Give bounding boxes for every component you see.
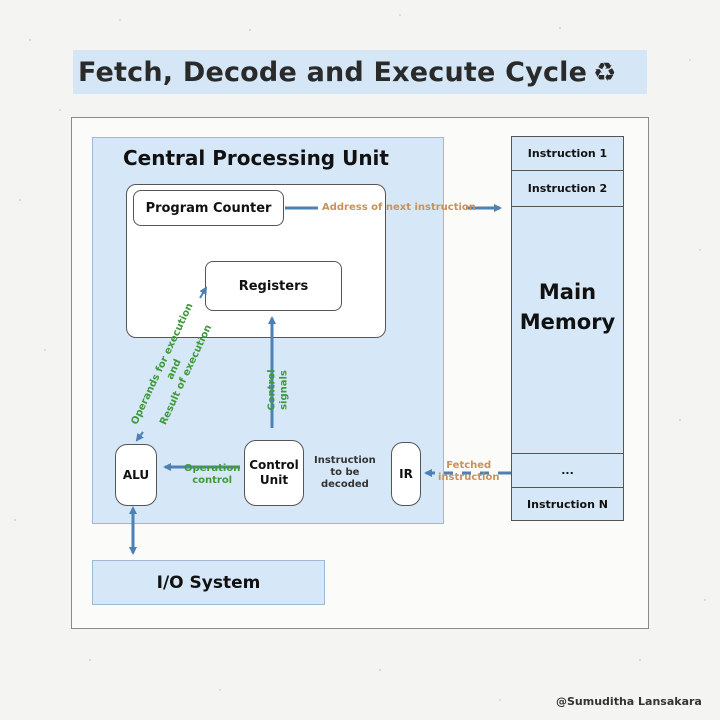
page-title: Fetch, Decode and Execute Cycle♻ [78, 57, 617, 88]
control-unit-label-1: Control [249, 458, 299, 472]
memory-cell-2: Instruction 2 [512, 171, 623, 207]
program-counter-box: Program Counter [133, 190, 284, 226]
credit: @Sumuditha Lansakara [556, 695, 702, 708]
memory-cell-ellipsis: ... [512, 453, 623, 488]
registers-box: Registers [205, 261, 342, 311]
title-band [73, 50, 647, 94]
label-address: Address of next instruction [322, 202, 476, 213]
alu-box: ALU [115, 444, 157, 506]
arrow-to-alu-small [135, 431, 144, 442]
cpu-title: Central Processing Unit [123, 146, 389, 170]
ir-box: IR [391, 442, 421, 506]
memory-cell-last: Instruction N [527, 497, 608, 511]
io-system-box: I/O System [92, 560, 325, 605]
arrow-to-registers-small [199, 286, 208, 299]
control-unit-label-2: Unit [259, 473, 289, 487]
recycle-icon: ♻ [593, 58, 617, 88]
memory-cell-1: Instruction 1 [512, 137, 623, 171]
